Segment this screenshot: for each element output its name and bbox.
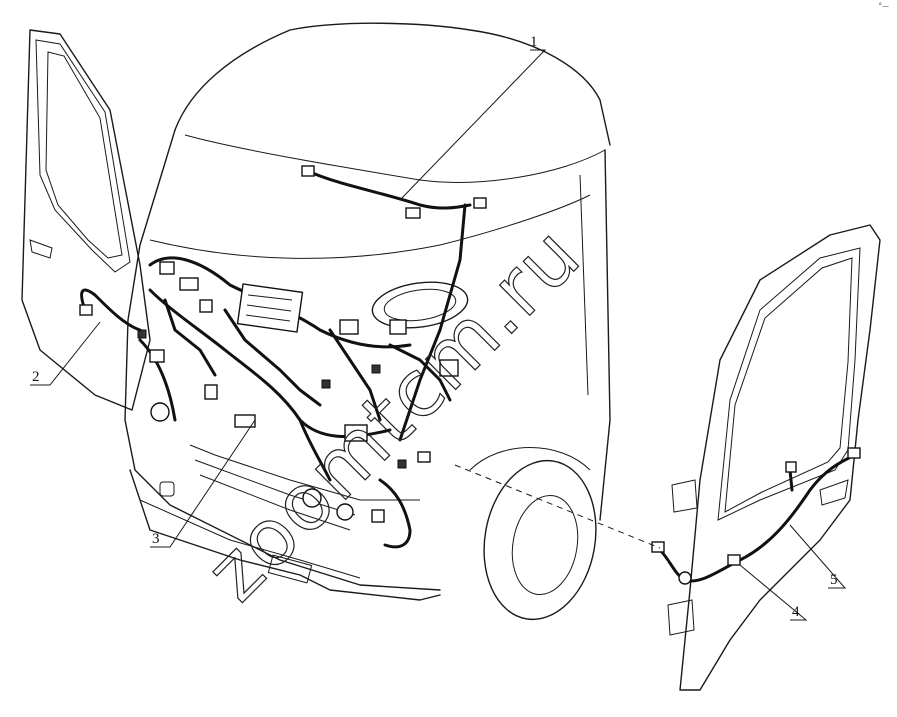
callout-1: 1 xyxy=(530,34,538,50)
right-door xyxy=(667,224,881,691)
steering-wheel xyxy=(371,281,469,329)
watermark: zoomtcm.ru xyxy=(190,210,599,619)
left-door-harness xyxy=(79,288,142,332)
harness-link-dashed xyxy=(454,464,661,549)
cab-body xyxy=(124,22,611,621)
right-door-harness xyxy=(651,447,861,585)
callout-5: 5 xyxy=(830,572,838,588)
corner-mark: °— xyxy=(878,2,890,10)
callout-3: 3 xyxy=(152,531,160,547)
dashboard-harness xyxy=(137,165,487,549)
callout-4: 4 xyxy=(792,604,800,620)
callout-2: 2 xyxy=(32,369,40,385)
leader-lines xyxy=(30,49,847,621)
left-door xyxy=(21,29,151,411)
